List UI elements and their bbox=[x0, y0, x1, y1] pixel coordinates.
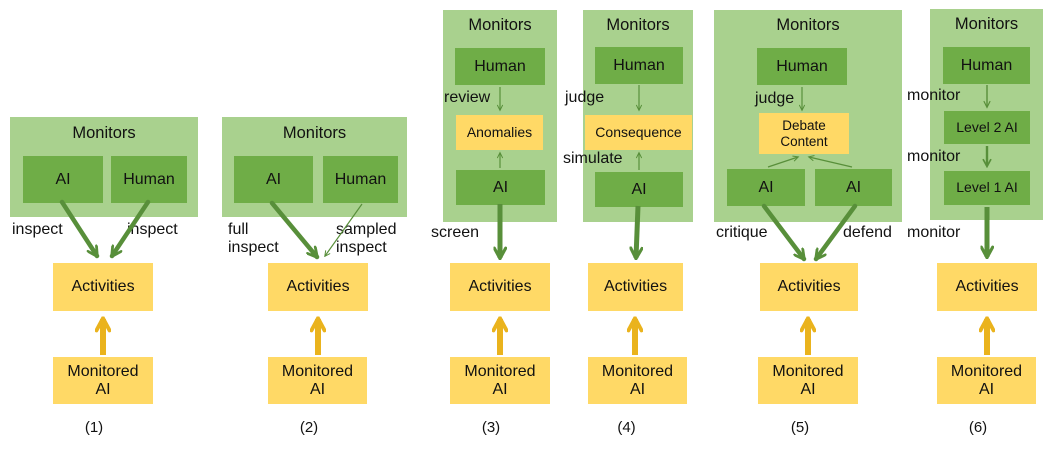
p3-activities-box: Activities bbox=[450, 263, 550, 311]
p5-activities-box: Activities bbox=[760, 263, 858, 311]
p6-caption: (6) bbox=[968, 419, 988, 436]
p5-defend-label: defend bbox=[843, 224, 892, 241]
p1-monitored-ai-box: Monitored AI bbox=[53, 357, 153, 404]
p2-monitored-ai-box: Monitored AI bbox=[268, 357, 367, 404]
p6-activities-box: Activities bbox=[937, 263, 1037, 311]
p3-anomalies-box: Anomalies bbox=[456, 115, 543, 150]
p4-caption: (4) bbox=[617, 419, 636, 436]
p4-monitored-ai-box: Monitored AI bbox=[588, 357, 687, 404]
p4-consequence-box: Consequence bbox=[585, 115, 692, 150]
p5-caption: (5) bbox=[790, 419, 810, 436]
p6-monitor-top-label: monitor bbox=[907, 87, 961, 104]
p4-human-box: Human bbox=[595, 47, 683, 84]
p6-monitored-ai-box: Monitored AI bbox=[937, 357, 1036, 404]
p2-human-box: Human bbox=[323, 156, 398, 203]
p1-monitors-title: Monitors bbox=[72, 124, 136, 142]
p5-critique-label: critique bbox=[716, 224, 768, 241]
p3-review-label: review bbox=[444, 89, 491, 106]
p2-sampled-inspect-label: sampled inspect bbox=[336, 221, 397, 256]
p5-ai-left-box: AI bbox=[727, 169, 805, 206]
p5-monitors-title: Monitors bbox=[776, 16, 840, 34]
p3-ai-box: AI bbox=[456, 170, 545, 205]
p6-level2-ai-box: Level 2 AI bbox=[944, 111, 1030, 144]
p5-debate-content-box: Debate Content bbox=[759, 113, 849, 154]
p2-ai-box: AI bbox=[234, 156, 313, 203]
p1-inspect-left-label: inspect bbox=[12, 221, 63, 238]
p2-activities-box: Activities bbox=[268, 263, 368, 311]
p3-monitors-title: Monitors bbox=[468, 16, 532, 34]
p2-monitors-title: Monitors bbox=[282, 124, 347, 142]
p3-monitored-ai-box: Monitored AI bbox=[450, 357, 550, 404]
p6-monitor-bottom-label: monitor bbox=[907, 224, 961, 241]
p5-judge-label: judge bbox=[755, 90, 795, 107]
p6-level1-ai-box: Level 1 AI bbox=[944, 171, 1030, 205]
p1-caption: (1) bbox=[84, 419, 104, 436]
p4-activities-box: Activities bbox=[588, 263, 683, 311]
p3-screen-label: screen bbox=[431, 224, 480, 241]
p5-monitored-ai-box: Monitored AI bbox=[758, 357, 858, 404]
p1-human-box: Human bbox=[111, 156, 187, 203]
p1-inspect-right-label: inspect bbox=[127, 221, 178, 238]
p3-caption: (3) bbox=[481, 419, 501, 436]
p4-judge-label: judge bbox=[565, 89, 605, 106]
p1-ai-box: AI bbox=[23, 156, 103, 203]
p5-human-box: Human bbox=[757, 48, 847, 85]
p3-human-box: Human bbox=[455, 48, 545, 85]
p6-monitor-mid-label: monitor bbox=[907, 148, 961, 165]
p4-simulate-label: simulate bbox=[563, 150, 623, 167]
p6-human-box: Human bbox=[943, 47, 1030, 84]
p5-ai-right-box: AI bbox=[815, 169, 892, 206]
p6-monitors-title: Monitors bbox=[954, 15, 1019, 33]
p2-caption: (2) bbox=[299, 419, 319, 436]
p2-full-inspect-label: full inspect bbox=[228, 221, 279, 256]
p4-monitors-title: Monitors bbox=[606, 16, 670, 34]
p1-activities-box: Activities bbox=[53, 263, 153, 311]
p4-ai-box: AI bbox=[595, 172, 683, 207]
